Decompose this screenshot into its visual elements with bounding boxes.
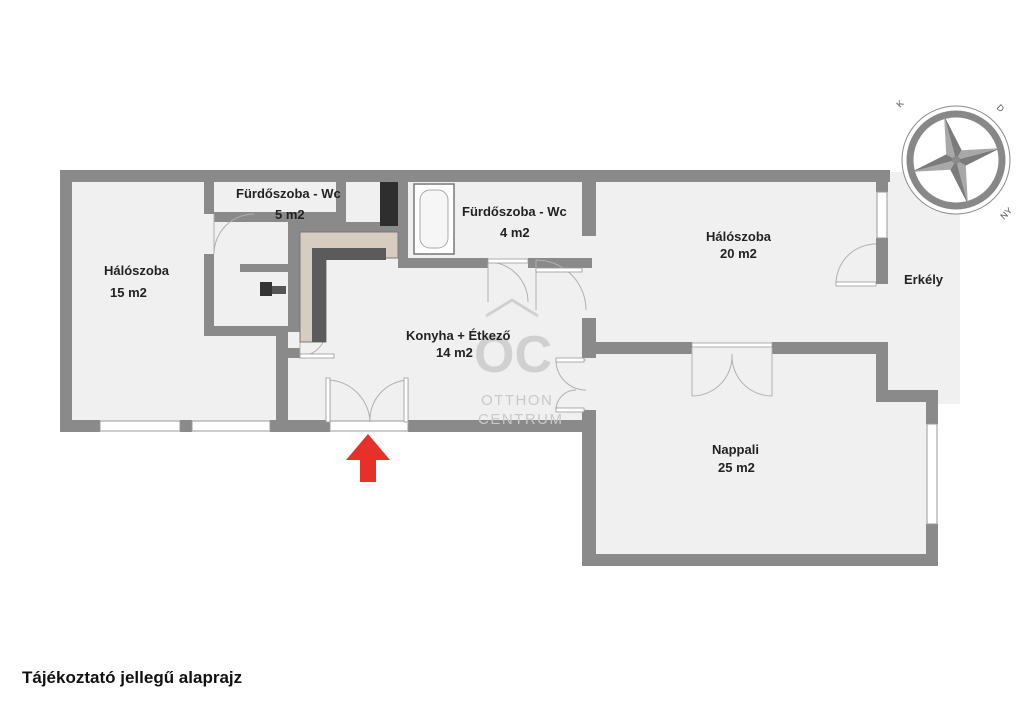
kitchen-dining-area: 14 m2 xyxy=(436,345,473,360)
walls xyxy=(60,170,938,566)
compass-letter-d: D xyxy=(995,102,1007,114)
bedroom-left-name: Hálószoba xyxy=(104,263,170,278)
balcony-name: Erkély xyxy=(904,272,944,287)
watermark-logo: OC OTTHON CENTRUM xyxy=(474,298,564,428)
bathtub xyxy=(413,183,455,255)
bedroom-left-area: 15 m2 xyxy=(110,285,147,300)
compass-rose: K D NY xyxy=(894,98,1014,221)
living-room-name: Nappali xyxy=(712,442,759,457)
plan-caption: Tájékoztató jellegű alaprajz xyxy=(22,668,243,687)
watermark-monogram: OC xyxy=(474,326,552,384)
bathroom-wc-2-area: 4 m2 xyxy=(500,225,530,240)
compass-letter-ny: NY xyxy=(998,205,1014,221)
bedroom-right-area: 20 m2 xyxy=(720,246,757,261)
bedroom-right-name: Hálószoba xyxy=(706,229,772,244)
watermark-line2: CENTRUM xyxy=(478,411,564,428)
wardrobe-unit xyxy=(380,182,398,226)
watermark-line1: OTTHON xyxy=(481,392,553,409)
compass-letter-k: K xyxy=(894,98,905,109)
bathroom-wc-1-name: Fürdőszoba - Wc xyxy=(236,186,341,201)
kitchen-dining-name: Konyha + Étkező xyxy=(406,328,510,343)
door-frames xyxy=(299,258,877,423)
bathroom-wc-2-name: Fürdőszoba - Wc xyxy=(462,204,567,219)
room-labels: Hálószoba 15 m2 Fürdőszoba - Wc 5 m2 Für… xyxy=(104,186,944,475)
kitchen-counter xyxy=(299,231,399,343)
toilet xyxy=(260,282,286,296)
living-room-area: 25 m2 xyxy=(718,460,755,475)
windows xyxy=(99,191,938,525)
bathroom-wc-1-area: 5 m2 xyxy=(275,207,305,222)
entrance-arrow xyxy=(346,434,390,482)
